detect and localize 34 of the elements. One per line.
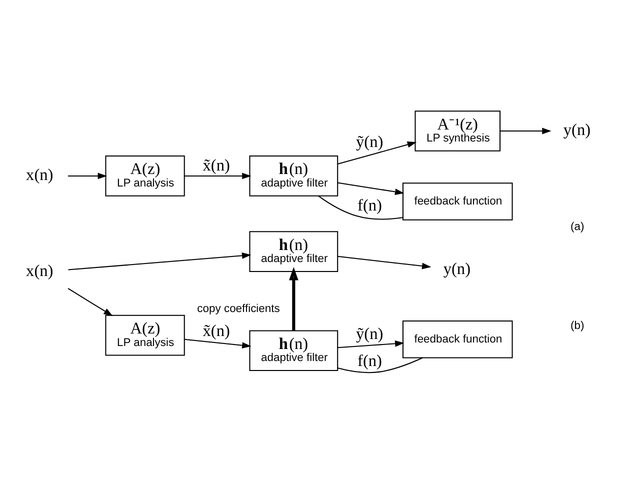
node-box: A(z) LP analysis	[105, 155, 185, 196]
edge-label: f(n)	[358, 350, 382, 370]
label: (a)	[570, 220, 584, 232]
arrow	[68, 172, 108, 179]
node-box: feedback function	[402, 320, 513, 358]
edge-label: ỹ(n)	[356, 132, 384, 151]
arrow	[68, 252, 252, 270]
label: (b)	[570, 319, 584, 332]
arrow	[289, 266, 298, 330]
arrow	[338, 140, 417, 164]
node-box: feedback function	[402, 182, 513, 220]
connector	[318, 195, 404, 220]
edge-label: x̃(n)	[202, 320, 230, 340]
node-text: x(n)	[26, 164, 54, 184]
node-box: h(n) adaptive filter	[249, 230, 338, 272]
edge-label: copy coefficients	[197, 302, 280, 315]
node-text: x(n)	[26, 260, 54, 280]
arrow	[338, 182, 404, 194]
node-box: A⁻¹(z) LP synthesis	[414, 110, 501, 151]
arrow	[184, 172, 252, 179]
arrow	[338, 255, 432, 269]
edge-label: ỹ(n)	[356, 324, 384, 343]
node-box: A(z) LP analysis	[105, 314, 185, 356]
node-box: h(n) adaptive filter	[249, 155, 338, 196]
edge-label: x̃(n)	[202, 155, 230, 174]
arrow	[338, 340, 404, 348]
arrow	[184, 338, 252, 348]
arrow	[500, 127, 552, 134]
node-text: y(n)	[443, 258, 471, 278]
node-box: h(n) adaptive filter	[249, 330, 338, 371]
connector	[337, 356, 423, 373]
edge-label: f(n)	[358, 194, 382, 214]
node-text: y(n)	[563, 119, 591, 138]
arrow	[68, 288, 113, 316]
